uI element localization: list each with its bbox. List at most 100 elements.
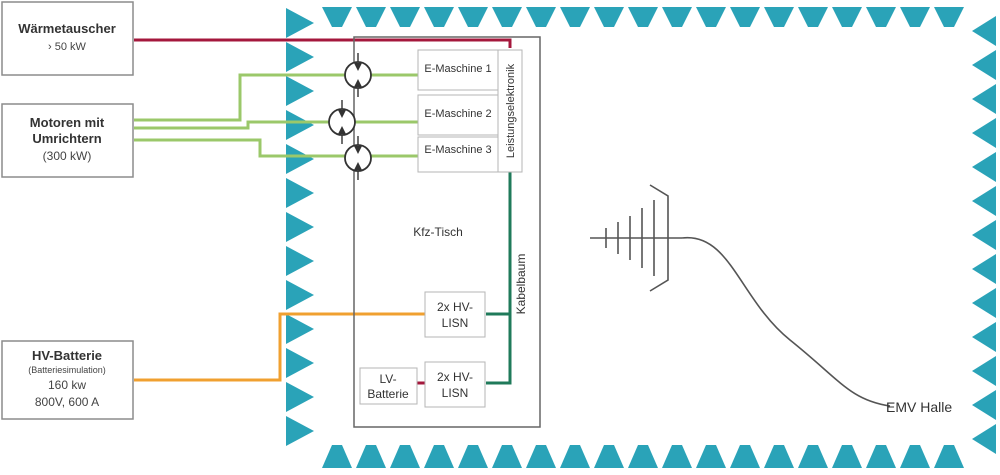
e-machine-3-box bbox=[417, 136, 499, 173]
cable-harness-label: Kabelbaum bbox=[514, 254, 528, 315]
absorber-cone bbox=[972, 390, 996, 420]
harness-line-upper bbox=[486, 172, 512, 316]
absorber-cone bbox=[286, 416, 314, 446]
antenna-icon bbox=[590, 184, 682, 292]
absorber-cone bbox=[322, 445, 352, 468]
absorber-cone bbox=[286, 76, 314, 106]
absorber-cone bbox=[972, 186, 996, 216]
absorber-cone bbox=[560, 7, 590, 27]
absorber-cone bbox=[286, 144, 314, 174]
absorber-cone bbox=[696, 7, 726, 27]
absorber-cone bbox=[972, 118, 996, 148]
lisn-lower: 2x HV- LISN bbox=[424, 361, 486, 408]
absorber-cone bbox=[286, 280, 314, 310]
e-machine-1-label: E-Maschine 1 bbox=[424, 63, 491, 75]
hv-battery-power: 160 kw bbox=[48, 378, 86, 392]
absorber-cone bbox=[934, 445, 964, 468]
heat-exchanger-title: Wärmetauscher bbox=[18, 21, 116, 36]
coolant-line bbox=[134, 38, 512, 48]
motor-line-2 bbox=[134, 120, 494, 130]
lisn-upper-line2: LISN bbox=[442, 316, 469, 330]
absorber-cone bbox=[286, 348, 314, 378]
absorber-cone bbox=[286, 246, 314, 276]
absorber-cone bbox=[390, 445, 420, 468]
e-machine-2-box bbox=[417, 94, 499, 136]
vehicle-table-label: Kfz-Tisch bbox=[413, 225, 463, 239]
absorber-cone bbox=[972, 288, 996, 318]
absorber-cone bbox=[356, 7, 386, 27]
absorber-cone bbox=[286, 382, 314, 412]
lisn-upper: 2x HV- LISN bbox=[424, 291, 486, 338]
absorber-cone bbox=[628, 445, 658, 468]
absorber-cone bbox=[286, 8, 314, 38]
e-machine-1-box bbox=[417, 49, 499, 91]
absorber-cone bbox=[764, 7, 794, 27]
absorber-cone bbox=[972, 152, 996, 182]
absorber-cone bbox=[526, 445, 556, 468]
absorber-cone bbox=[696, 445, 726, 468]
motors-detail: (300 kW) bbox=[43, 149, 92, 163]
absorber-cone bbox=[594, 7, 624, 27]
absorber-cone bbox=[832, 445, 862, 468]
absorber-cone bbox=[526, 7, 556, 27]
absorber-cone bbox=[764, 445, 794, 468]
absorber-cone bbox=[662, 7, 692, 27]
absorber-cone bbox=[798, 445, 828, 468]
absorber-cone bbox=[458, 445, 488, 468]
absorber-cone bbox=[594, 445, 624, 468]
absorber-cone bbox=[322, 7, 352, 27]
hall-label: EMV Halle bbox=[886, 399, 952, 415]
absorber-cone bbox=[866, 445, 896, 468]
harness-line-lower bbox=[486, 300, 512, 385]
hv-battery-rating: 800V, 600 A bbox=[35, 395, 99, 409]
hv-battery-title: HV-Batterie bbox=[32, 348, 102, 363]
e-machines: E-Maschine 1 E-Maschine 2 E-Maschine 3 bbox=[417, 49, 499, 173]
lv-battery-line2: Batterie bbox=[367, 387, 409, 401]
pump-icon bbox=[328, 100, 356, 144]
absorber-cone bbox=[628, 7, 658, 27]
absorber-cone bbox=[972, 322, 996, 352]
absorber-cone bbox=[934, 7, 964, 27]
absorber-cone bbox=[730, 7, 760, 27]
lisn-lower-line2: LISN bbox=[442, 386, 469, 400]
absorber-cone bbox=[492, 7, 522, 27]
absorber-cone bbox=[972, 84, 996, 114]
heat-exchanger-box: Wärmetauscher › 50 kW bbox=[1, 1, 134, 76]
absorber-cone bbox=[832, 7, 862, 27]
absorber-cone bbox=[492, 445, 522, 468]
heat-exchanger-detail: › 50 kW bbox=[48, 41, 87, 53]
absorber-cone bbox=[866, 7, 896, 27]
lv-battery: LV- Batterie bbox=[359, 367, 418, 405]
absorber-cone bbox=[390, 7, 420, 27]
absorber-cone bbox=[900, 445, 930, 468]
absorber-cone bbox=[286, 314, 314, 344]
motors-title-line2: Umrichtern bbox=[32, 131, 101, 146]
pump-icon bbox=[344, 136, 372, 180]
absorber-cone bbox=[286, 42, 314, 72]
connection-lines bbox=[134, 38, 512, 385]
absorber-cone bbox=[972, 220, 996, 250]
absorber-cone bbox=[560, 445, 590, 468]
absorber-cone bbox=[798, 7, 828, 27]
absorber-cone bbox=[424, 445, 454, 468]
motors-title-line1: Motoren mit bbox=[30, 115, 105, 130]
absorber-cone bbox=[356, 445, 386, 468]
absorber-cone bbox=[662, 445, 692, 468]
absorber-cone bbox=[972, 356, 996, 386]
absorber-cone bbox=[424, 7, 454, 27]
motor-line-3 bbox=[134, 138, 494, 158]
e-machine-3-label: E-Maschine 3 bbox=[424, 144, 491, 156]
absorber-cone bbox=[286, 178, 314, 208]
vehicle-table: Kfz-Tisch bbox=[353, 36, 541, 428]
hv-battery-line bbox=[134, 312, 425, 382]
pump-icon bbox=[344, 53, 372, 97]
power-electronics-label: Leistungselektronik bbox=[505, 63, 517, 158]
motors-box: Motoren mit Umrichtern (300 kW) bbox=[1, 103, 134, 178]
absorber-cone bbox=[972, 254, 996, 284]
absorber-cone bbox=[972, 50, 996, 80]
absorber-cone bbox=[458, 7, 488, 27]
lv-battery-line1: LV- bbox=[379, 372, 396, 386]
e-machine-2-label: E-Maschine 2 bbox=[424, 108, 491, 120]
hv-battery-subtitle: (Batteriesimulation) bbox=[28, 365, 106, 375]
